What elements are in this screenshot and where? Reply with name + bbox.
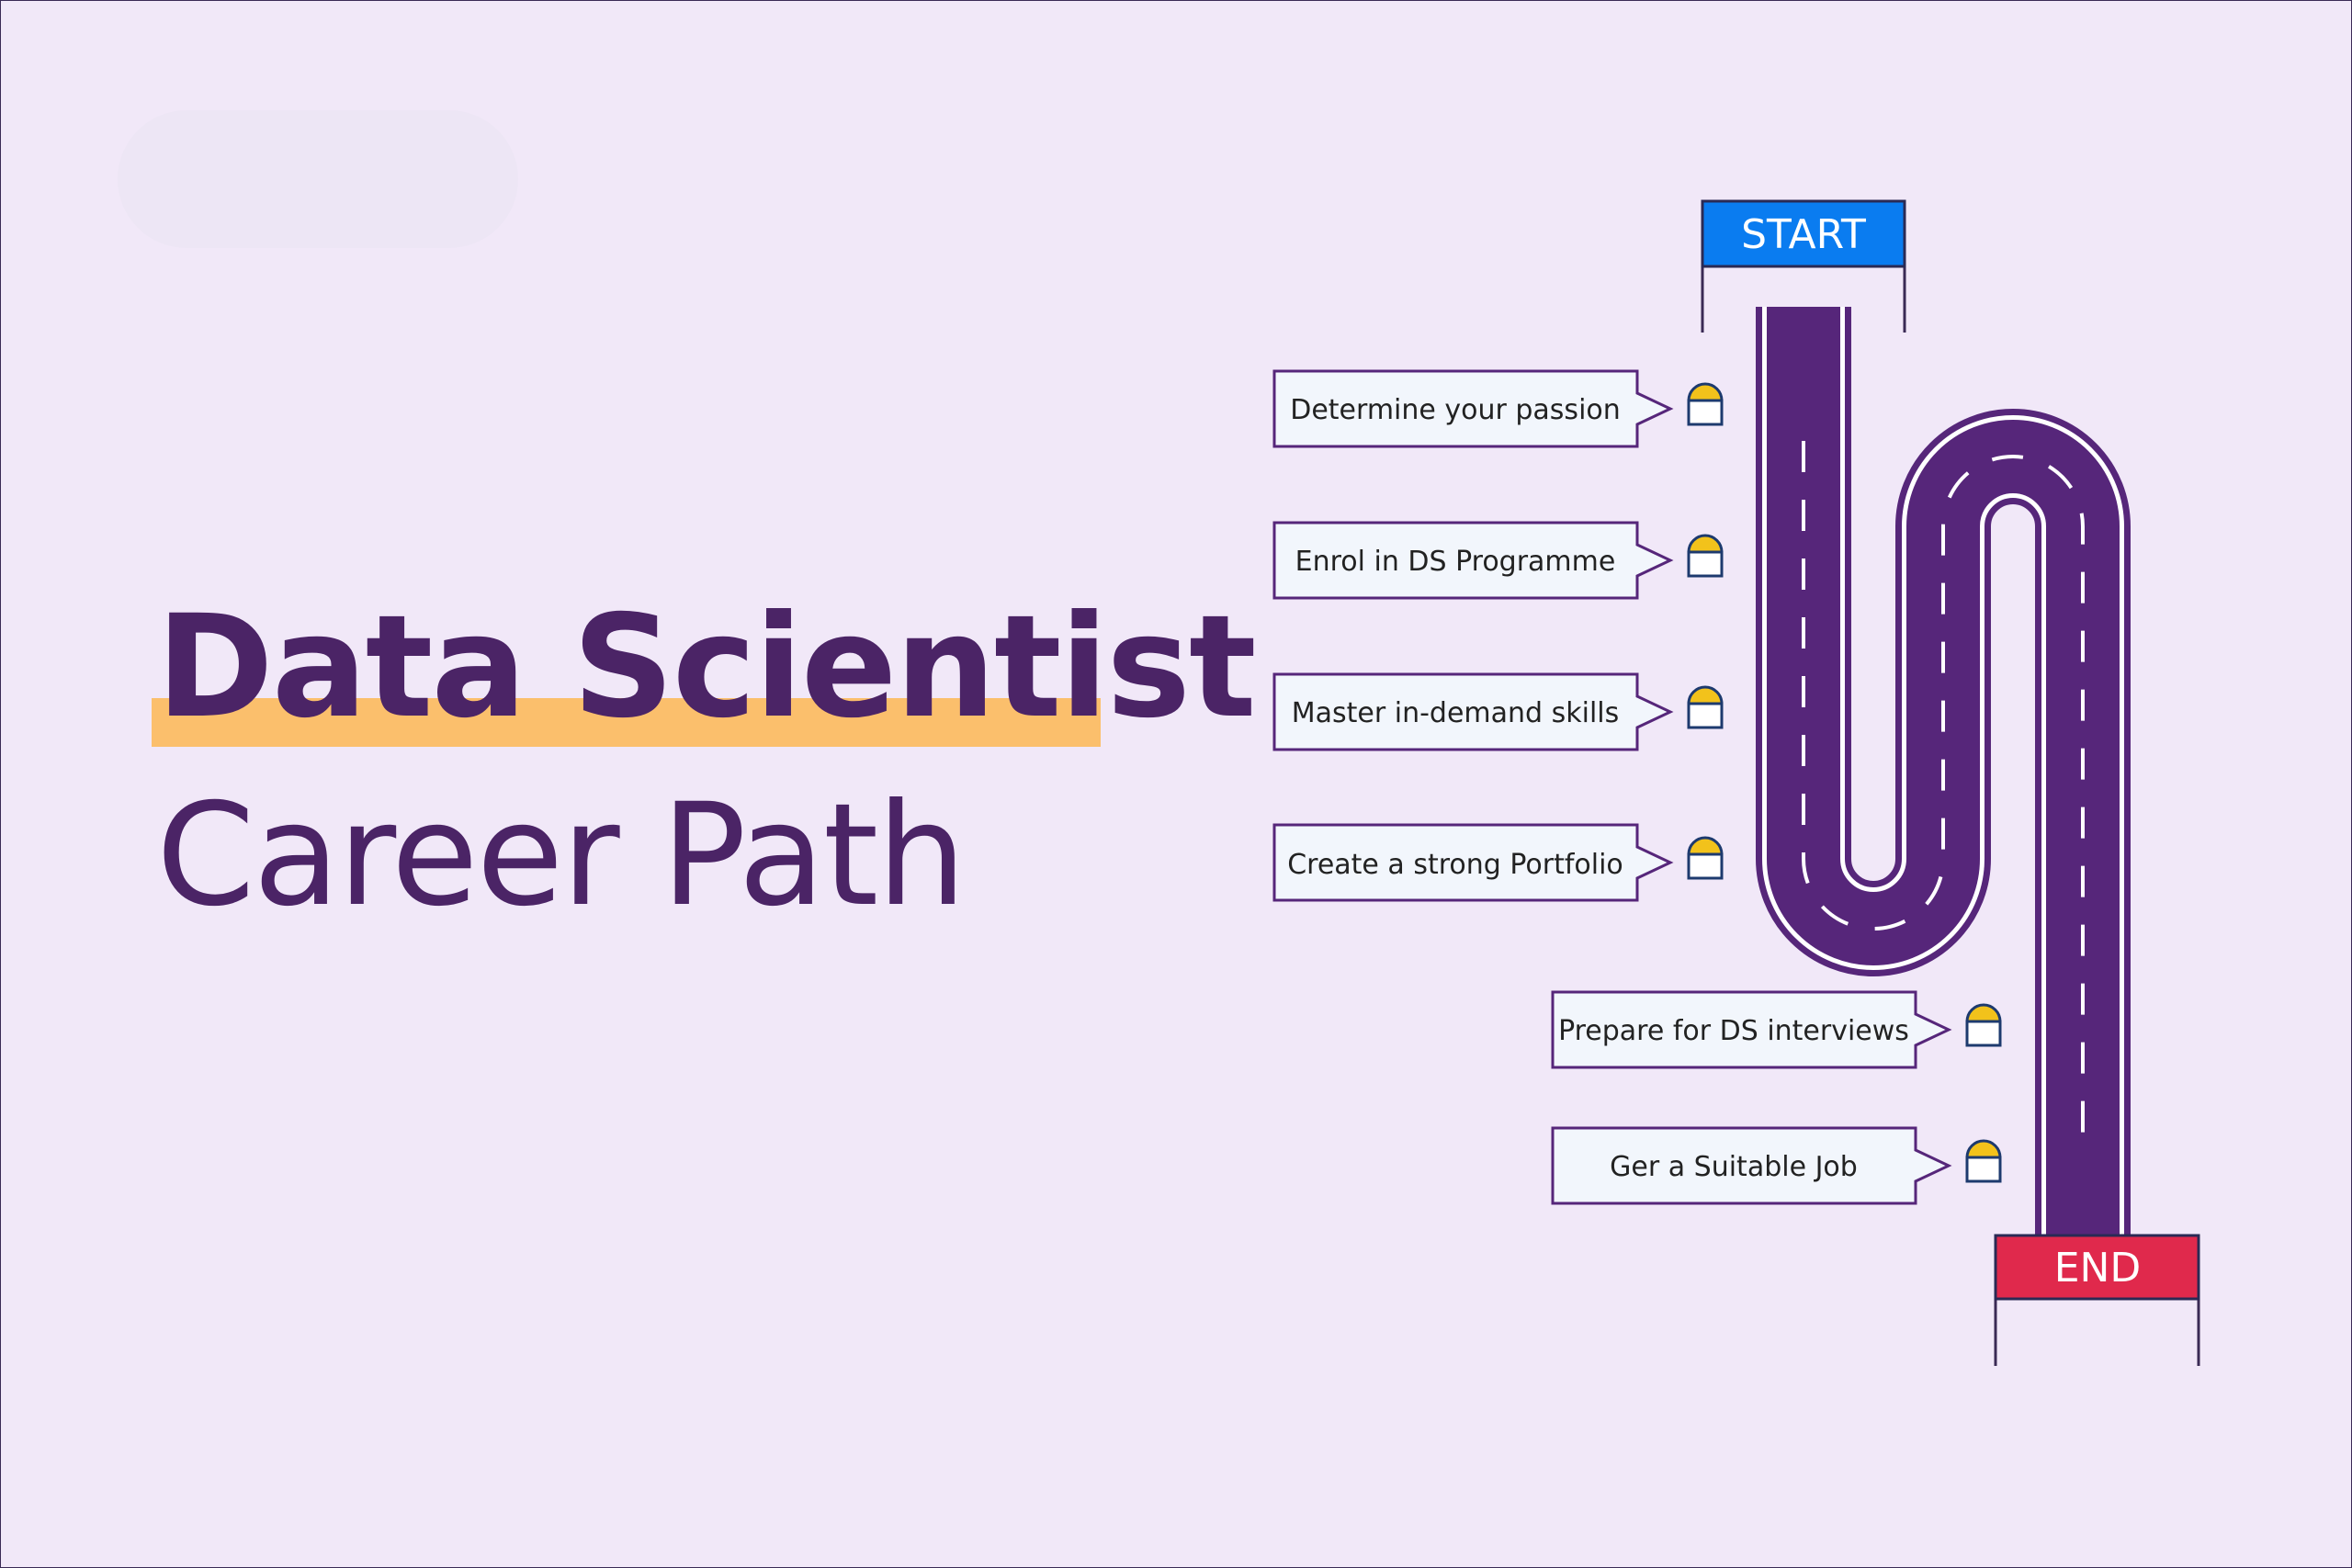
road [1756,307,2131,1235]
step-callout: Master in-demand skills [1272,672,1724,751]
end-flag: END [1994,1234,2200,1366]
step-callout: Enrol in DS Programme [1272,521,1724,600]
page-subtitle: Career Path [156,773,967,938]
start-flag-label: START [1741,211,1866,258]
page-title: Data Scientist [156,585,1257,750]
step-label: Master in-demand skills [1292,697,1620,729]
title-highlight [152,698,1101,747]
step-callout: Create a strong Portfolio [1272,823,1724,902]
blurred-logo-placeholder [118,110,518,248]
step-label: Enrol in DS Programme [1295,546,1616,578]
end-flag-label: END [2054,1245,2142,1292]
step-label: Determine your passion [1290,394,1621,426]
step-callout: Prepare for DS interviews [1551,990,2002,1069]
step-callout: Determine your passion [1272,369,1724,448]
step-label: Create a strong Portfolio [1287,849,1623,881]
step-label: Prepare for DS interviews [1558,1015,1909,1047]
step-callout: Ger a Suitable Job [1551,1126,2002,1205]
start-flag: START [1701,199,1906,333]
step-label: Ger a Suitable Job [1610,1151,1858,1183]
